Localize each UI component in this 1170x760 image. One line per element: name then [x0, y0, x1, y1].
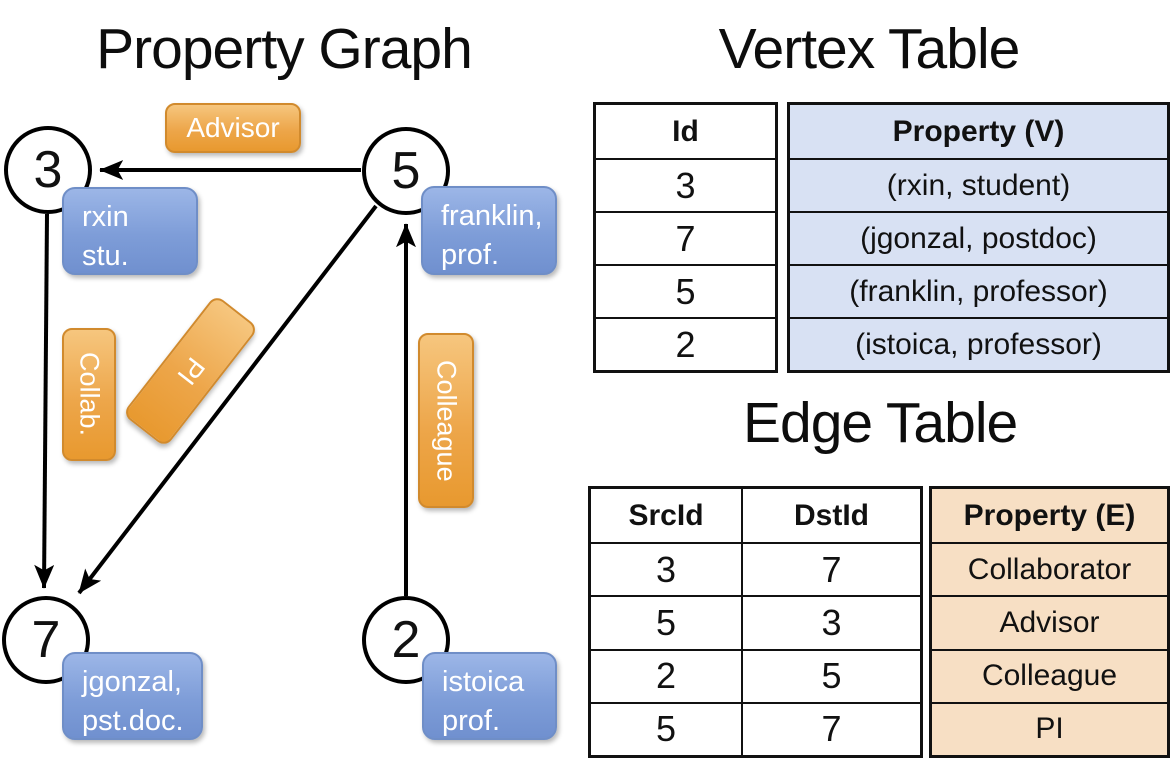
- edge-label-advisor-text: Advisor: [186, 112, 280, 143]
- edge-table-property-cell: Colleague: [932, 648, 1167, 702]
- vertex-prop-5-line2: prof.: [441, 239, 500, 272]
- edge-table-property-cell: Collaborator: [932, 542, 1167, 595]
- edge-label-collab: Collab.: [62, 328, 116, 461]
- node-3-id: 3: [33, 141, 63, 199]
- vertex-prop-7-line2: pst.doc.: [82, 705, 184, 738]
- edge-table-property-column: Property (E) Collaborator Advisor Collea…: [929, 486, 1170, 758]
- edge-label-pi-text: PI: [171, 352, 211, 391]
- vertex-table-property-cell: (jgonzal, postdoc): [790, 211, 1167, 264]
- edge-table-srcid-cell: 2: [591, 648, 743, 702]
- vertex-prop-2-line2: prof.: [442, 705, 501, 738]
- edge-table-dstid-cell: 5: [743, 648, 920, 702]
- node-7-id: 7: [31, 611, 61, 669]
- edge-line-collab-3-to-7: [34, 213, 55, 589]
- edge-table-dstid-cell: 7: [743, 542, 920, 595]
- edge-table-dstid-header: DstId: [794, 498, 869, 532]
- vertex-prop-box-3: rxin stu.: [62, 187, 198, 275]
- edge-table-srcid-cell: 3: [591, 542, 743, 596]
- vertex-table-property-cell: (istoica, professor): [790, 317, 1167, 370]
- vertex-table-title: Vertex Table: [718, 17, 1021, 81]
- vertex-prop-7-line1: jgonzal,: [82, 666, 182, 698]
- graph-node-3: 3: [4, 126, 92, 214]
- edge-table-id-columns: SrcId DstId 3 7 5 3 2 5 5 7: [588, 486, 923, 758]
- edge-table-property-cell: Advisor: [932, 595, 1167, 648]
- vertex-prop-2-line1: istoica: [442, 666, 525, 698]
- edge-label-advisor: Advisor: [165, 103, 301, 153]
- edge-table-dstid-cell: 7: [743, 701, 920, 755]
- vertex-table-property-column: Property (V) (rxin, student) (jgonzal, p…: [787, 102, 1170, 373]
- edge-label-colleague-text: Colleague: [431, 359, 462, 482]
- vertex-table-property-cell: (franklin, professor): [790, 264, 1167, 317]
- vertex-prop-5-line1: franklin,: [441, 200, 543, 232]
- edge-table-srcid-header: SrcId: [591, 489, 743, 543]
- vertex-prop-box-2: istoica prof.: [422, 652, 557, 740]
- edge-table-property-cell: PI: [932, 701, 1167, 755]
- vertex-prop-box-5: franklin, prof.: [421, 186, 557, 275]
- property-graph-title: Property Graph: [96, 17, 473, 81]
- edge-label-colleague: Colleague: [418, 333, 474, 508]
- vertex-prop-3-line1: rxin: [82, 201, 129, 233]
- vertex-table-id-cell: 3: [596, 158, 775, 211]
- vertex-table-id-cell: 2: [596, 317, 775, 370]
- vertex-table-id-cell: 5: [596, 264, 775, 317]
- vertex-prop-3-line2: stu.: [82, 240, 129, 273]
- edge-label-collab-text: Collab.: [74, 352, 105, 437]
- node-5-id: 5: [391, 142, 421, 200]
- edge-line-pi-5-to-7: [77, 204, 378, 595]
- edge-table-srcid-cell: 5: [591, 595, 743, 649]
- vertex-table-id-column: Id 3 7 5 2: [593, 102, 778, 373]
- vertex-table-property-header: Property (V): [892, 114, 1065, 148]
- vertex-table-id-cell: 7: [596, 211, 775, 264]
- vertex-table-property-cell: (rxin, student): [790, 158, 1167, 211]
- edge-table-srcid-cell: 5: [591, 701, 743, 755]
- vertex-table-id-header: Id: [672, 114, 699, 148]
- vertex-prop-box-7: jgonzal, pst.doc.: [62, 652, 203, 740]
- edge-table-dstid-cell: 3: [743, 595, 920, 648]
- node-2-id: 2: [391, 611, 421, 669]
- edge-table-title: Edge Table: [743, 391, 1018, 455]
- edge-table-property-header: Property (E): [963, 498, 1136, 532]
